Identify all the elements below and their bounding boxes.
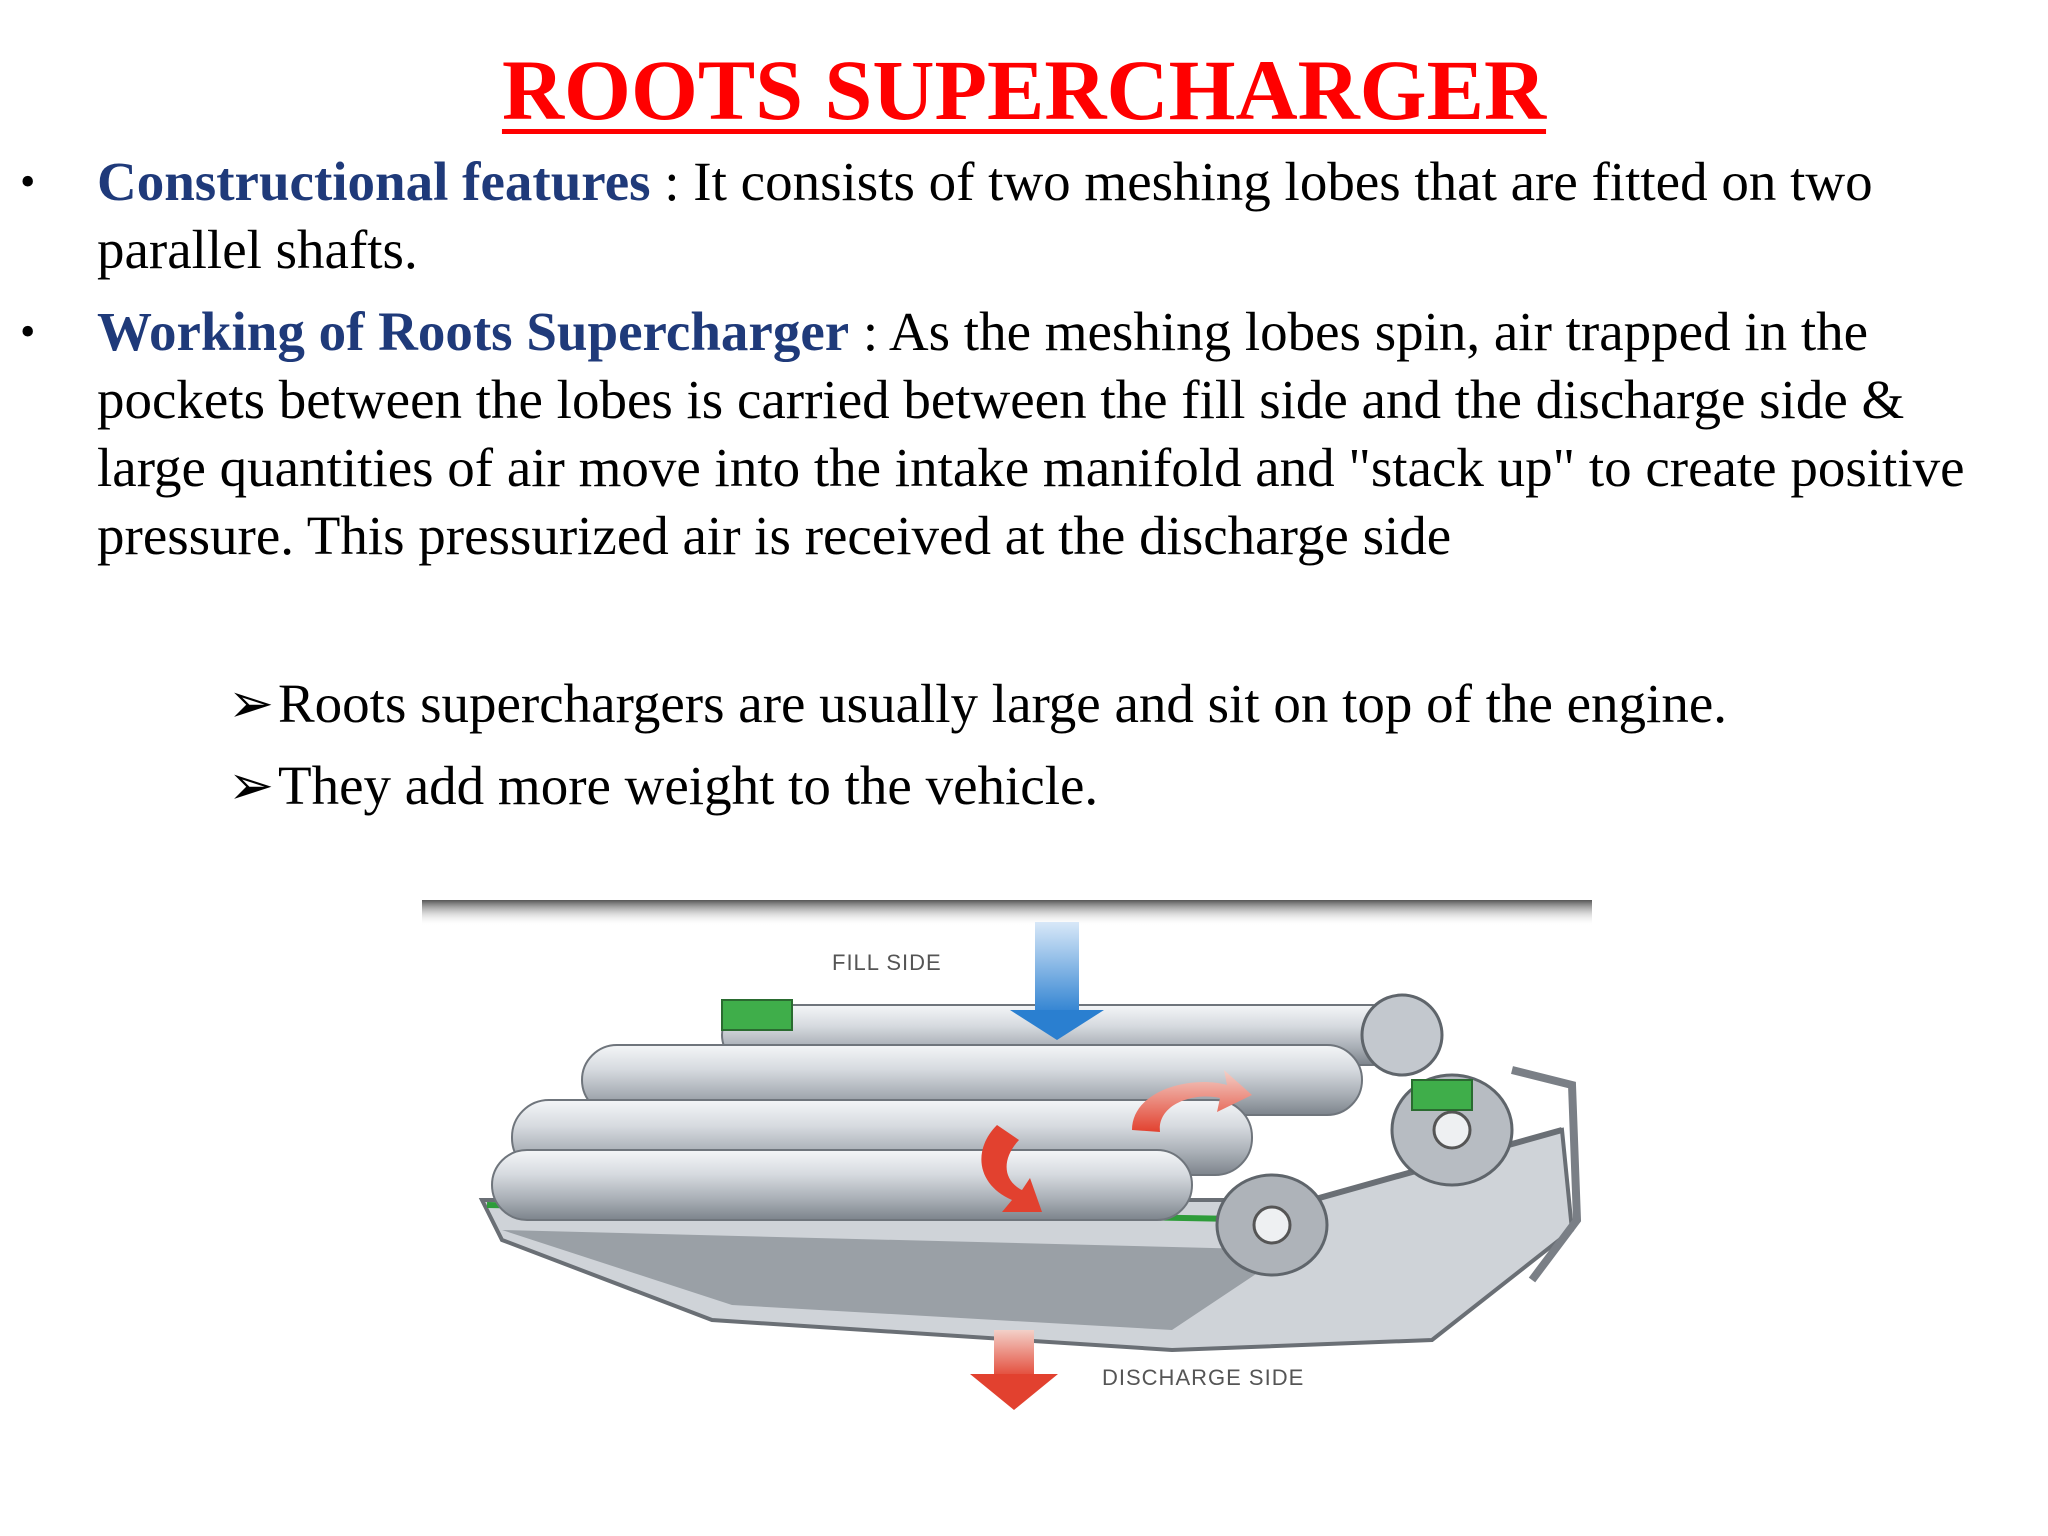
fill-side-label: FILL SIDE — [832, 950, 942, 975]
fill-arrow-icon — [1010, 922, 1104, 1040]
discharge-side-label: DISCHARGE SIDE — [1102, 1365, 1304, 1390]
note-text: They add more weight to the vehicle. — [278, 755, 1099, 816]
top-shadow — [422, 900, 1592, 926]
arrow-bullet-icon: ➢ — [228, 673, 275, 734]
arrow-bullet-icon: ➢ — [228, 755, 275, 816]
rotation-arrow-icon — [981, 1125, 1042, 1212]
slide-title: ROOTS SUPERCHARGER — [0, 40, 2048, 140]
bullet-dot-icon: • — [20, 157, 36, 206]
discharge-arrow-icon — [970, 1330, 1058, 1410]
bullet-list: • Constructional features : It consists … — [0, 148, 2048, 570]
rotation-arrow-icon — [1132, 1070, 1252, 1132]
bullet-label: Constructional features — [97, 151, 651, 212]
bullet-working: • Working of Roots Supercharger : As the… — [0, 298, 1977, 570]
bullet-text: : It consists of two meshing lobes that … — [97, 151, 1873, 280]
bullet-dot-icon: • — [20, 307, 36, 356]
note-item: ➢They add more weight to the vehicle. — [228, 752, 2008, 820]
bullet-constructional-features: • Constructional features : It consists … — [0, 148, 1977, 284]
note-item: ➢Roots superchargers are usually large a… — [228, 670, 2008, 738]
bullet-label: Working of Roots Supercharger — [97, 301, 850, 362]
note-text: Roots superchargers are usually large an… — [278, 673, 1727, 734]
slide-title-text: ROOTS SUPERCHARGER — [501, 42, 1547, 138]
note-list: ➢Roots superchargers are usually large a… — [228, 670, 2008, 820]
roots-supercharger-illustration: FILL SIDE DISCHARGE SIDE — [412, 900, 1602, 1420]
bullet-text: : As the meshing lobes spin, air trapped… — [97, 301, 1965, 566]
